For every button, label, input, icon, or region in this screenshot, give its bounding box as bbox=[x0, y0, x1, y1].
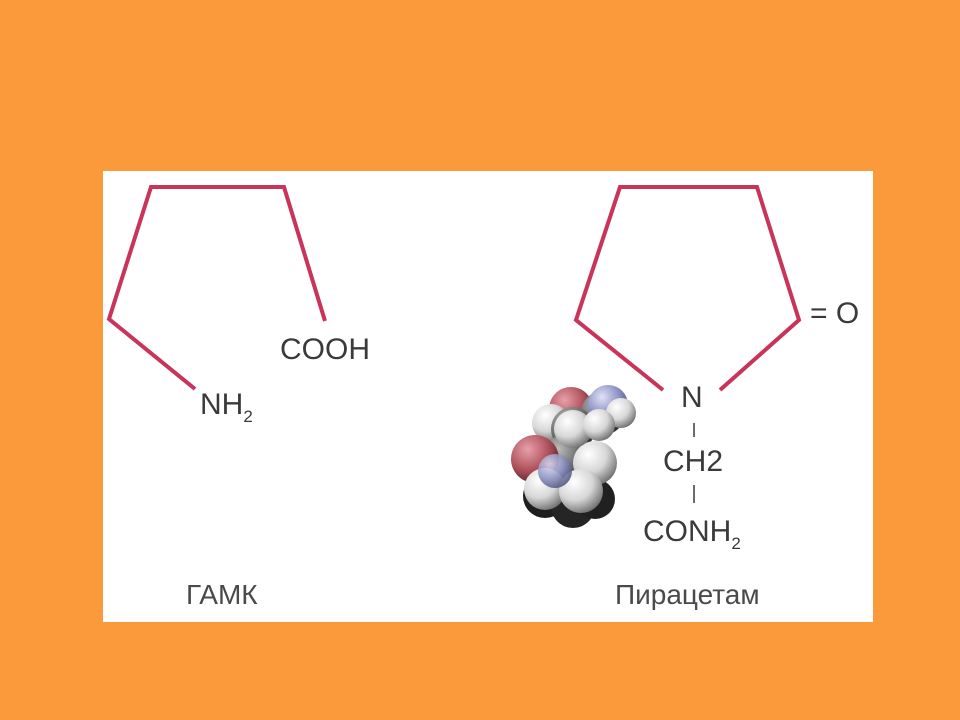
piracetam-ring bbox=[573, 185, 802, 392]
gaba-caption: ГАМК bbox=[186, 579, 258, 610]
piracetam-oxo-label: = O bbox=[810, 297, 859, 330]
piracetam-amide-label: CONH2 bbox=[643, 515, 741, 553]
piracetam-methylene-label: CH2 bbox=[663, 445, 723, 478]
gaba-amine-label: NH2 bbox=[200, 388, 253, 426]
structures-diagram: COOH NH2 ГАМК = O N CH2 CONH2 Пирацетам bbox=[106, 185, 859, 610]
piracetam-caption: Пирацетам bbox=[615, 579, 760, 610]
structures-panel: COOH NH2 ГАМК = O N CH2 CONH2 Пирацетам bbox=[103, 171, 873, 622]
piracetam-nitrogen-label: N bbox=[681, 381, 703, 414]
space-filling-molecule-icon bbox=[511, 385, 636, 528]
gaba-backbone bbox=[106, 185, 327, 391]
gaba-carboxyl-label: COOH bbox=[280, 333, 370, 366]
